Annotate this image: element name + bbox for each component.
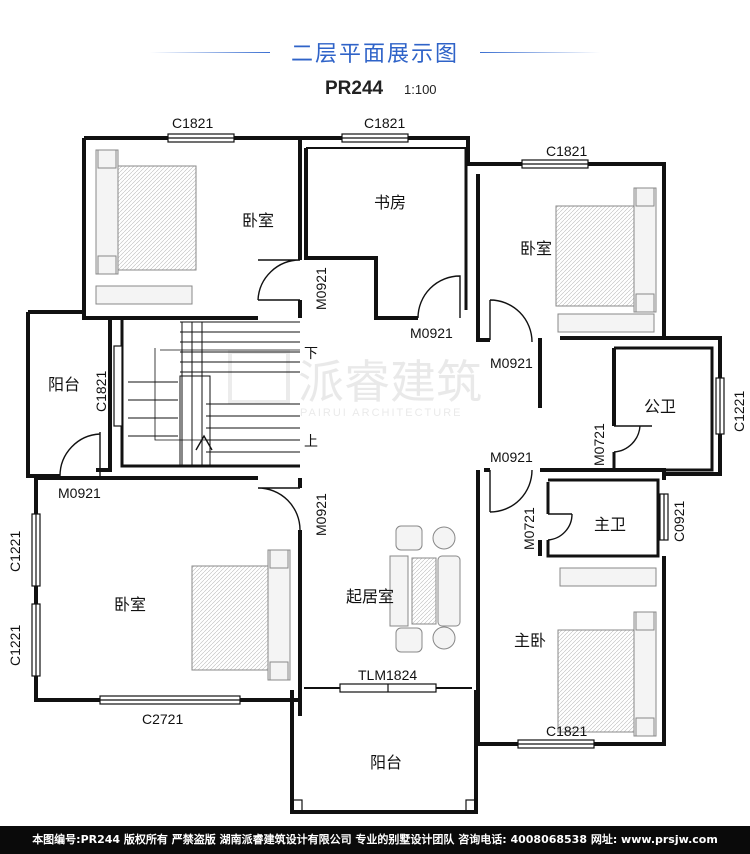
label-m0921-ne: M0921 [490,355,533,371]
label-c1221-east: C1221 [731,391,747,432]
bed-nw [95,149,197,305]
room-balcony-south: 阳台 [370,753,402,772]
label-m0921-nw: M0921 [313,267,329,310]
door-m0721-public [613,425,652,453]
door-swings [59,259,652,541]
label-c2721: C2721 [142,711,183,727]
door-m0921-ne [489,299,533,343]
windows [31,133,725,813]
wall-public-bath [612,346,714,472]
label-c1821-master: C1821 [546,723,587,739]
sofa-set [389,525,461,653]
room-bedroom-ne: 卧室 [520,239,552,258]
label-c1821-study: C1821 [364,115,405,131]
label-tlm1824: TLM1824 [358,667,417,683]
door-m0921-sw [257,487,301,531]
room-public-bath: 公卫 [644,397,676,416]
label-m0921-master: M0921 [490,449,533,465]
wall-study-left [304,148,418,320]
door-m0921-master [489,469,533,513]
plan-code: PR244 [325,78,384,99]
label-m0721-master: M0721 [521,507,537,550]
watermark-sub: PAIRUI ARCHITECTURE [300,407,462,419]
label-m0921-study: M0921 [410,325,453,341]
label-c1821-ne: C1821 [546,143,587,159]
page-title: 二层平面展示图 [290,42,459,67]
door-m0721-master [547,513,573,541]
room-master-bath: 主卫 [594,515,626,534]
door-m0921-balcony [59,432,101,477]
title-decor-right [480,52,600,53]
floor-plan: 派睿建筑 PAIRUI ARCHITECTURE [7,115,747,814]
wall-nw-bedroom [82,138,258,320]
bed-ne [555,187,657,333]
label-stair-down: 下 [304,345,318,361]
header: 二层平面展示图 PR244 1:100 [0,0,750,110]
label-c1221-west-2: C1221 [7,625,23,666]
wall-stair-inner [120,318,300,468]
label-c1221-west-1: C1221 [7,531,23,572]
room-master-bedroom: 主卧 [514,631,546,650]
label-m0921-sw: M0921 [313,493,329,536]
wall-ne-bedroom-left [476,174,490,342]
label-m0921-balcony: M0921 [58,485,101,501]
room-bedroom-sw: 卧室 [114,595,146,614]
title-decor-left [150,52,270,53]
plan-scale: 1:100 [404,82,437,97]
wall-master-bath [546,478,660,558]
wall-public-bath-outer [560,336,722,476]
label-m0721-public: M0721 [591,423,607,466]
wall-master-top [540,468,666,480]
opening-labels: C1821 C1821 C1821 C1821 C1221 M0921 M092… [7,115,747,739]
room-study: 书房 [374,193,406,212]
label-c1821-nw: C1821 [172,115,213,131]
room-balcony-west: 阳台 [48,375,80,394]
footer-banner: 本图编号:PR244 版权所有 严禁盗版 湖南派睿建筑设计有限公司 专业的别墅设… [0,826,750,854]
watermark-logo [228,350,290,404]
room-living: 起居室 [346,587,394,606]
label-c0921-master: C0921 [671,501,687,542]
wall-balcony-west [26,312,60,478]
watermark-main: 派睿建筑 [298,355,482,409]
bed-sw [191,549,291,681]
staircase [128,321,300,467]
watermark: 派睿建筑 PAIRUI ARCHITECTURE [228,350,482,419]
wall-balcony-south [290,690,478,814]
bed-master [557,567,657,737]
label-c1821-balcony: C1821 [93,371,109,412]
door-m0921-study [417,275,461,319]
door-m0921-nw [257,259,301,301]
window-c1821-balcony [113,345,123,427]
label-stair-up: 上 [304,433,318,449]
room-bedroom-nw: 卧室 [242,211,274,230]
room-labels: 卧室 书房 卧室 阳台 公卫 主卫 卧室 起居室 主卧 阳台 [48,193,676,772]
furniture [95,149,657,737]
